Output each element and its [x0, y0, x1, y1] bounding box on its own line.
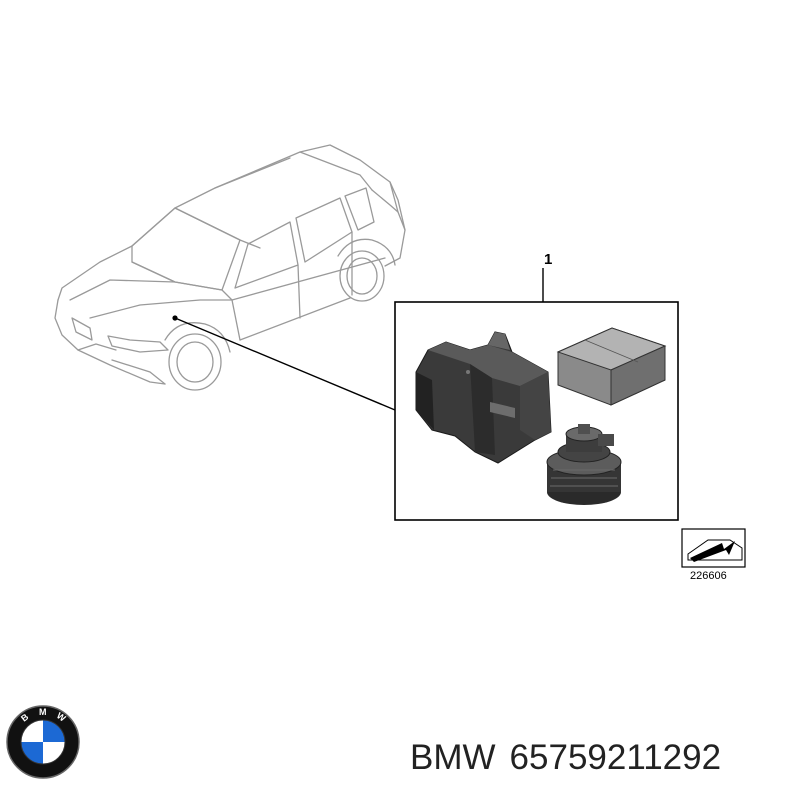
parts-frame [394, 301, 679, 521]
pad-part [556, 327, 667, 406]
part-caption: BMW 65759211292 [410, 738, 735, 778]
svg-text:B: B [19, 711, 31, 723]
part-number: 65759211292 [509, 738, 722, 777]
holder-bracket-part [415, 331, 552, 464]
reference-icon [681, 528, 746, 568]
horn-part [546, 424, 622, 505]
callout-number: 1 [544, 251, 553, 268]
reference-code: 226606 [690, 570, 727, 582]
leader-line [174, 317, 396, 411]
svg-text:M: M [39, 707, 47, 717]
car-outline [54, 144, 406, 391]
brand-name: BMW [410, 738, 496, 777]
bmw-logo-icon: B M W [6, 705, 80, 779]
